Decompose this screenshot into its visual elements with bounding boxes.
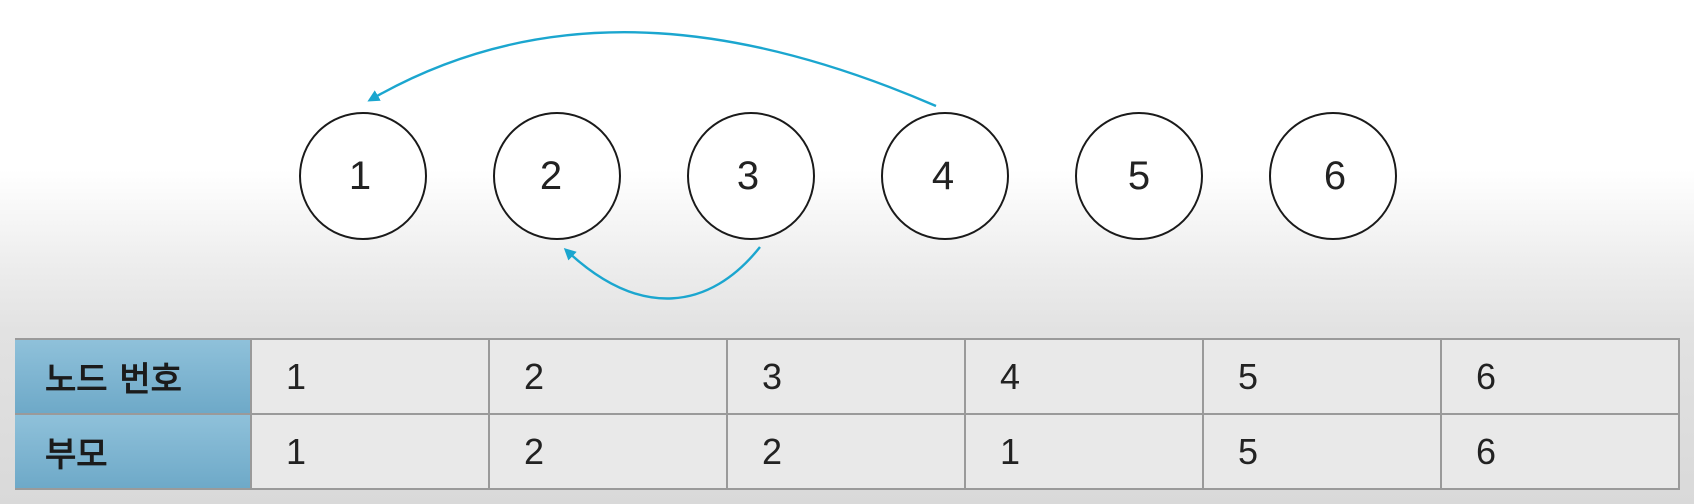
node-5-label: 5: [1128, 154, 1150, 198]
node-3-circle: [687, 112, 815, 240]
parent-cell: 1: [964, 413, 1204, 490]
node-4-circle: [881, 112, 1009, 240]
node-2-circle: [493, 112, 621, 240]
node-2: 2: [493, 112, 621, 240]
parent-cell: 6: [1440, 413, 1680, 490]
parent-header: 부모: [15, 413, 252, 490]
node-6: 6: [1269, 112, 1397, 240]
node-4: 4: [881, 112, 1009, 240]
node-number-cell: 5: [1202, 338, 1442, 415]
parent-cell: 2: [488, 413, 728, 490]
parent-cell: 2: [726, 413, 966, 490]
node-number-cell: 6: [1440, 338, 1680, 415]
edge-4-to-1-arrow: [367, 31, 937, 108]
node-number-cell: 3: [726, 338, 966, 415]
node-1-label: 1: [349, 154, 371, 198]
parent-row: 부모 1 2 2 1 5 6: [15, 413, 1680, 490]
union-find-graph: 1 2 3 4 5 6: [299, 31, 1397, 300]
node-3: 3: [687, 112, 815, 240]
node-5-circle: [1075, 112, 1203, 240]
node-number-row: 노드 번호 1 2 3 4 5 6: [15, 338, 1680, 415]
parent-table: 노드 번호 1 2 3 4 5 6 부모 1 2 2 1 5 6: [15, 338, 1680, 490]
parent-cell: 1: [250, 413, 490, 490]
node-number-cell: 4: [964, 338, 1204, 415]
node-1: 1: [299, 112, 427, 240]
node-number-cell: 2: [488, 338, 728, 415]
node-3-label: 3: [737, 154, 759, 198]
node-number-cell: 1: [250, 338, 490, 415]
node-6-label: 6: [1324, 154, 1346, 198]
node-2-label: 2: [540, 154, 562, 198]
parent-cell: 5: [1202, 413, 1442, 490]
node-6-circle: [1269, 112, 1397, 240]
edge-3-to-2-arrow: [563, 246, 761, 300]
node-4-label: 4: [932, 154, 954, 198]
node-1-circle: [299, 112, 427, 240]
node-5: 5: [1075, 112, 1203, 240]
node-number-header: 노드 번호: [15, 338, 252, 415]
